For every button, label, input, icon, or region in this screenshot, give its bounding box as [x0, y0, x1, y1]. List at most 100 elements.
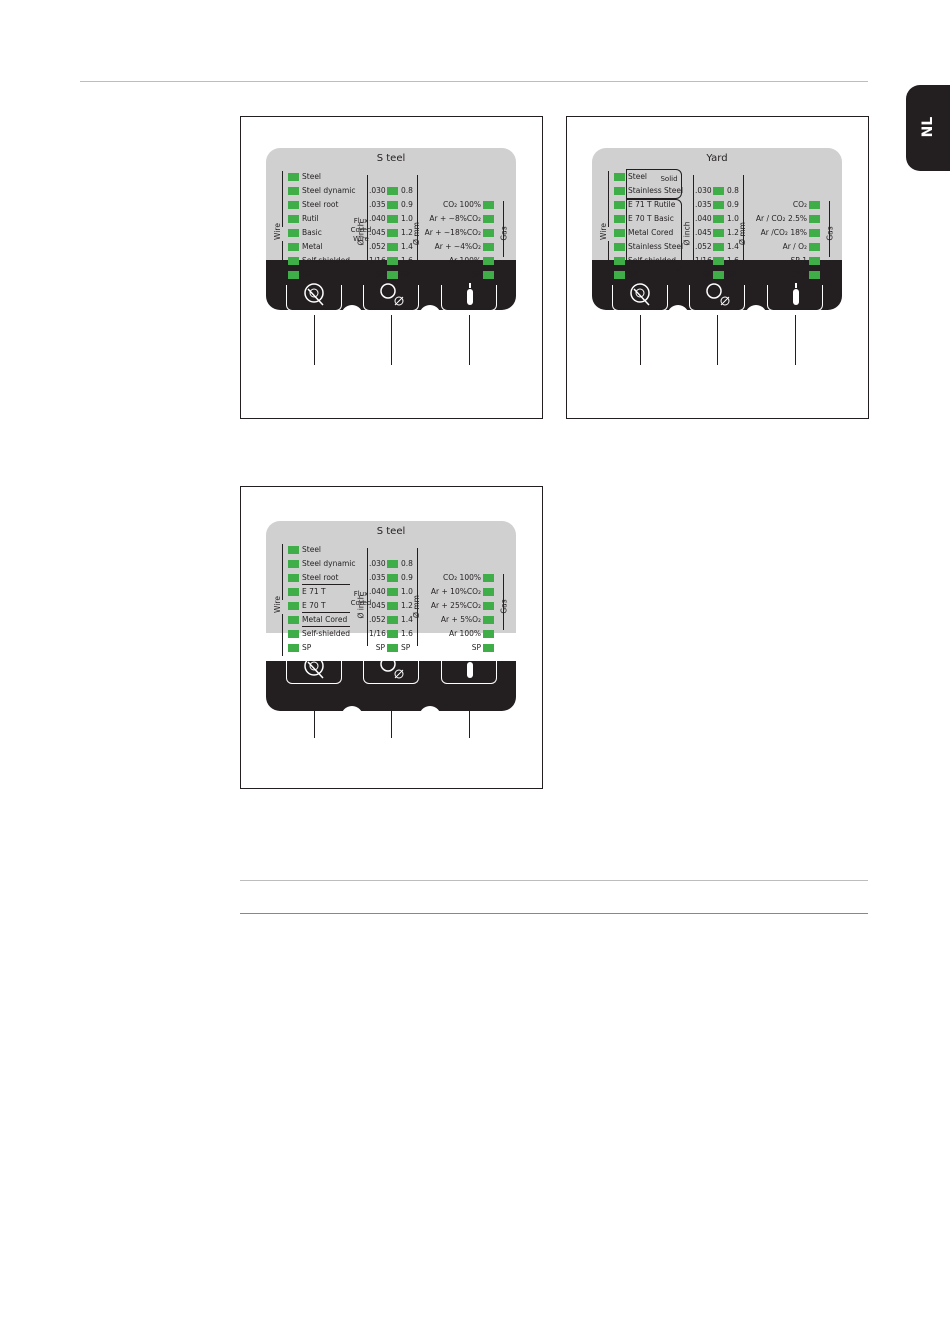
inch-value: SP [375, 643, 385, 652]
wire-bracket-line [608, 241, 609, 283]
inch-value: .035 [369, 200, 386, 209]
gas-option-label: Ar + 25%CO₂ [430, 601, 481, 610]
gas-led-indicator [483, 616, 494, 624]
mm-value: 1.2 [727, 228, 739, 237]
wire-option-label: Steel [302, 172, 322, 181]
wire-diameter-icon [706, 283, 730, 306]
callout-line [391, 315, 392, 365]
inch-label: Ø inch [356, 594, 366, 619]
inch-value: 1/16 [695, 256, 712, 265]
wire-led-indicator [614, 215, 625, 223]
wire-option-label: Self-shielded [628, 256, 676, 265]
gas-led-indicator [483, 201, 494, 209]
inch-value: 1/16 [369, 629, 386, 638]
gas-option-label: Ar / CO₂ 2.5% [755, 214, 807, 223]
mm-value: 0.9 [401, 573, 413, 582]
inch-value: .040 [695, 214, 712, 223]
wire-diameter-icon [380, 656, 404, 679]
mm-value: 1.6 [401, 629, 413, 638]
mm-value: 0.9 [727, 200, 739, 209]
gas-scale-line [503, 201, 504, 257]
gas-led-indicator [483, 229, 494, 237]
wire-type-button [286, 658, 342, 684]
inch-value: .035 [695, 200, 712, 209]
wire-group-label: Flux Cored Wire [350, 217, 372, 243]
gas-option-label: Ar + ~4%O₂ [434, 242, 481, 251]
callout-line [469, 315, 470, 365]
gas-led-indicator [483, 243, 494, 251]
mm-value: 0.9 [401, 200, 413, 209]
diameter-led-indicator [387, 616, 398, 624]
wire-led-indicator [614, 243, 625, 251]
wire-option-label: SP [302, 270, 312, 279]
gas-label: Gas [499, 599, 509, 614]
gas-option-label: CO₂ 100% [443, 200, 481, 209]
gas-option-label: Ar / O₂ [782, 242, 807, 251]
gas-led-indicator [483, 602, 494, 610]
mm-value: 1.0 [401, 587, 413, 596]
wire-led-indicator [288, 215, 299, 223]
panel-notch [667, 305, 689, 327]
inch-label: Ø inch [682, 221, 692, 246]
gas-led-indicator [483, 215, 494, 223]
gas-led-indicator [809, 257, 820, 265]
mm-value: 1.6 [727, 256, 739, 265]
callout-line [314, 315, 315, 365]
wire-option-label: Steel [628, 172, 648, 181]
gas-led-indicator [809, 229, 820, 237]
callout-line [314, 688, 315, 738]
panel-notch [419, 305, 441, 327]
inch-value: .040 [369, 214, 386, 223]
gas-option-label: Ar + ~18%CO₂ [424, 228, 481, 237]
diameter-led-indicator [387, 187, 398, 195]
wire-separator [302, 584, 350, 585]
wire-led-indicator [288, 271, 299, 279]
gas-option-label: Ar + 5%O₂ [440, 615, 481, 624]
inch-value: .052 [695, 242, 712, 251]
diameter-led-indicator [387, 602, 398, 610]
panel-title: S teel [376, 526, 406, 537]
wire-led-indicator [614, 187, 625, 195]
wire-type-button [286, 285, 342, 311]
gas-led-indicator [483, 630, 494, 638]
gas-option-label: Ar /CO₂ 18% [760, 228, 807, 237]
diameter-led-indicator [387, 574, 398, 582]
gas-option-label: CO₂ [792, 200, 807, 209]
wire-spool-icon [304, 656, 324, 679]
wire-bracket-line [282, 614, 283, 656]
wire-option-label: Stainless Steel [628, 186, 684, 195]
diameter-led-indicator [387, 588, 398, 596]
wire-type-button [612, 285, 668, 311]
gas-option-label: Ar + 10%CO₂ [430, 587, 481, 596]
wire-led-indicator [288, 187, 299, 195]
inch-value: SP [701, 270, 711, 279]
mm-value: 1.2 [401, 601, 413, 610]
mm-value: SP [727, 270, 737, 279]
bottom-rule-1 [240, 880, 868, 881]
gas-option-label: Ar 100% [448, 629, 481, 638]
wire-bracket-line [282, 544, 283, 600]
callout-line [795, 315, 796, 365]
gas-led-indicator [483, 588, 494, 596]
mm-value: 1.4 [727, 242, 739, 251]
wire-group-label: Solid [660, 175, 678, 183]
wire-led-indicator [288, 644, 299, 652]
language-tab: NL [906, 85, 950, 171]
wire-option-label: Self-shielded [302, 629, 350, 638]
diameter-led-indicator [387, 201, 398, 209]
inch-scale-line [693, 175, 694, 273]
wire-separator [302, 626, 350, 627]
gas-led-indicator [483, 644, 494, 652]
wire-led-indicator [288, 546, 299, 554]
solid-bracket [626, 169, 682, 199]
diameter-led-indicator [713, 201, 724, 209]
panel-notch [419, 706, 441, 728]
mm-scale-line [743, 175, 744, 273]
wire-spool-icon [304, 283, 324, 306]
gas-led-indicator [483, 271, 494, 279]
gas-type-button [441, 285, 497, 311]
wire-led-indicator [614, 229, 625, 237]
flux-bracket [626, 199, 682, 271]
callout-line [640, 315, 641, 365]
diameter-led-indicator [713, 243, 724, 251]
